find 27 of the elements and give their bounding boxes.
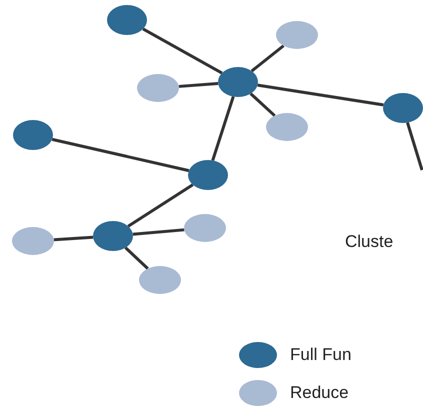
full-function-node xyxy=(107,5,147,35)
connector-line xyxy=(257,84,384,106)
connector-line xyxy=(178,82,218,88)
legend-label: Full Fun xyxy=(290,346,352,363)
connector-line xyxy=(250,44,284,72)
connector-line xyxy=(54,236,94,242)
reduced-function-node xyxy=(276,21,318,49)
connector-line xyxy=(127,184,194,228)
connector-line xyxy=(52,138,190,172)
full-function-node xyxy=(218,67,258,97)
reduced-function-node xyxy=(266,113,308,141)
reduced-function-node xyxy=(137,74,179,102)
caption-text: Cluste xyxy=(345,233,394,250)
reduced-function-node xyxy=(184,214,226,242)
connector-line xyxy=(211,96,235,161)
connector-line xyxy=(142,28,223,74)
legend-label: Reduce xyxy=(290,384,349,401)
connector-line xyxy=(132,228,184,236)
reduced-function-node xyxy=(12,227,54,255)
full-function-node xyxy=(188,160,228,190)
full-function-node xyxy=(13,120,53,150)
connector-line xyxy=(124,246,149,270)
connector-line xyxy=(250,92,276,117)
full-function-node xyxy=(93,221,133,251)
full-function-node xyxy=(383,93,423,123)
connector-line xyxy=(406,122,423,170)
reduced-function-node xyxy=(139,266,181,294)
